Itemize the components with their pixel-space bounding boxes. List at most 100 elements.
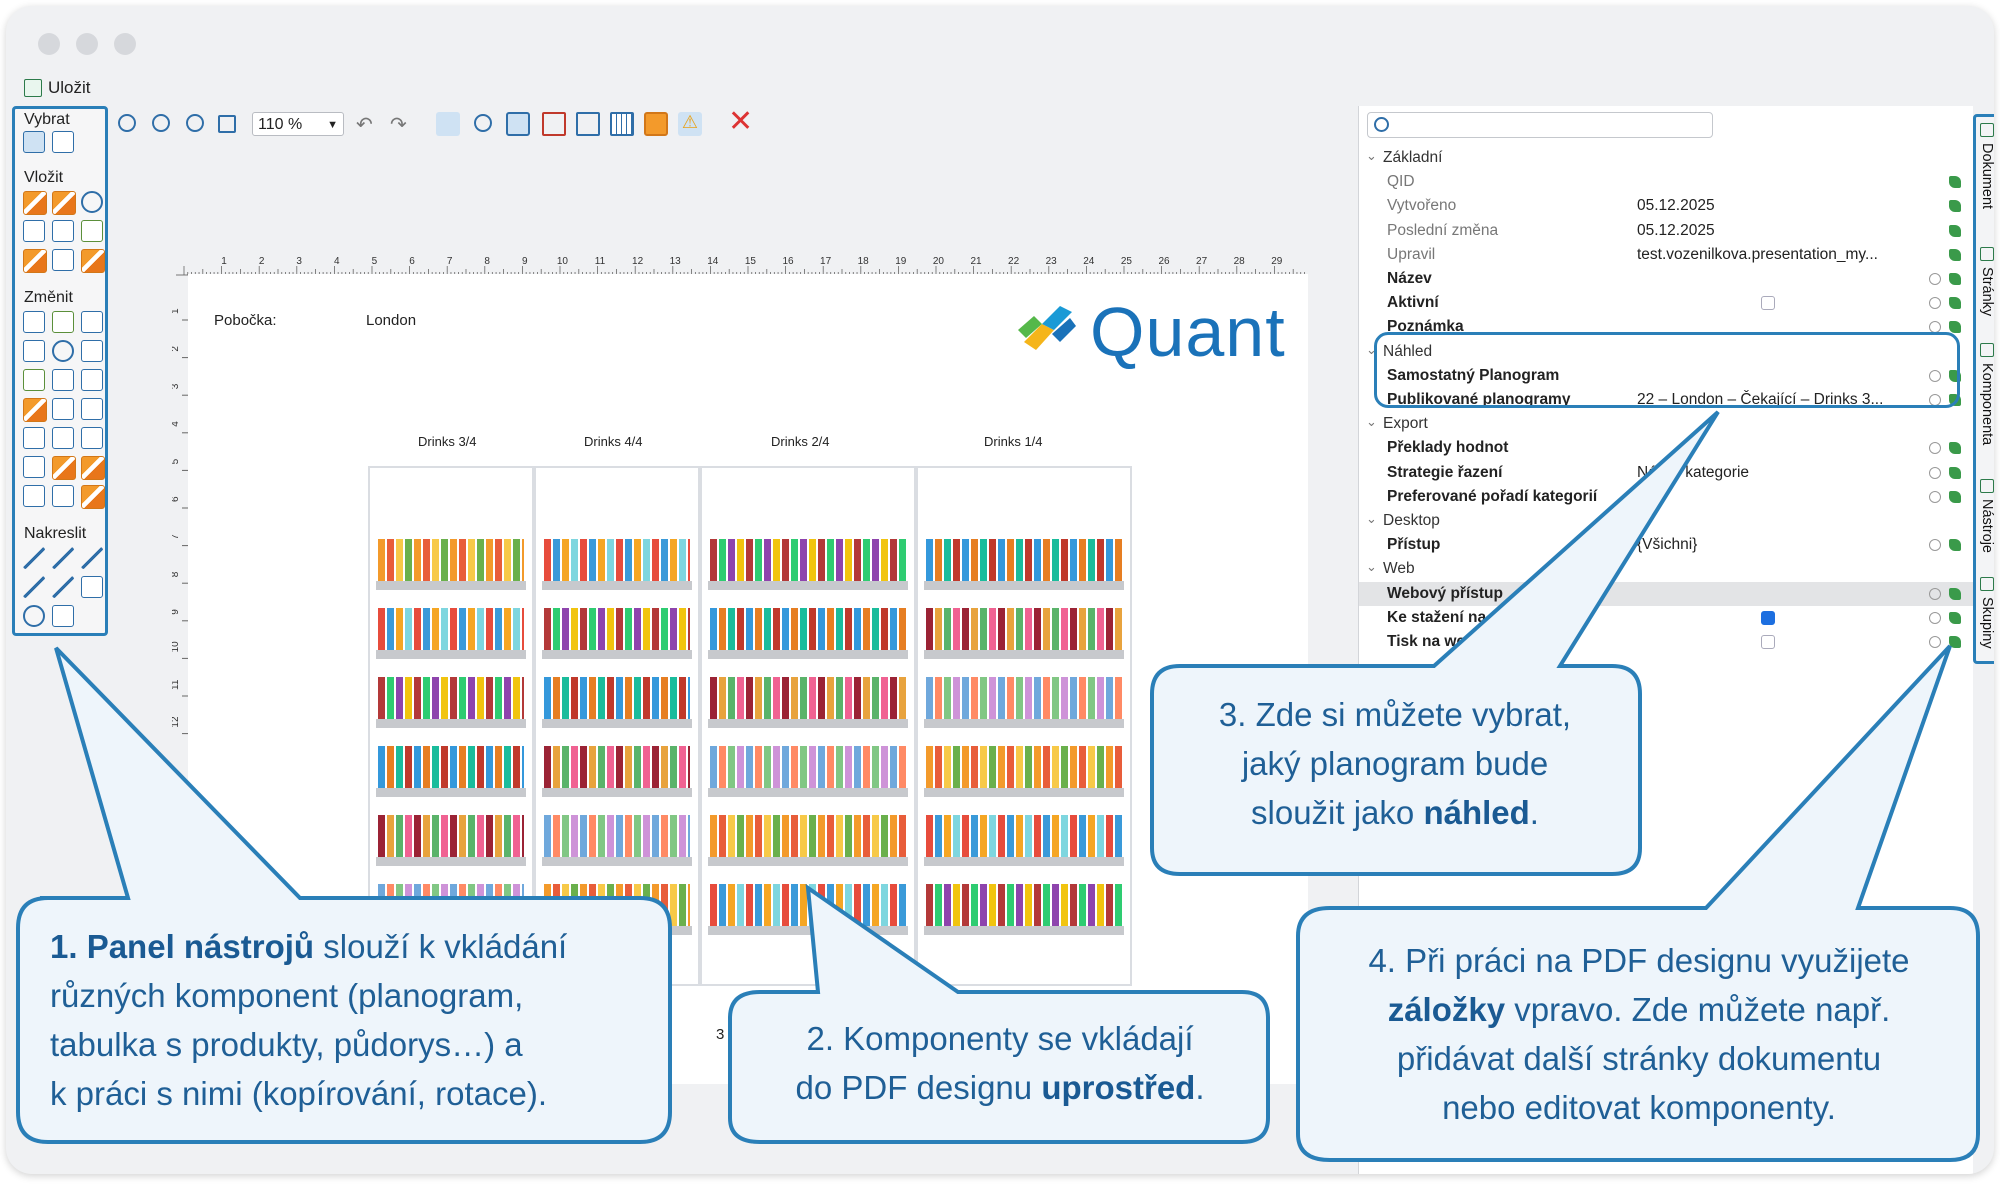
insert-image-icon[interactable] (52, 249, 74, 271)
property-row[interactable]: Ke stažení na (1359, 606, 1973, 630)
property-row[interactable]: Přístup{Všichni} (1359, 533, 1973, 557)
guides-icon[interactable] (576, 112, 600, 136)
property-category[interactable]: ⌄Export (1359, 412, 1973, 436)
property-row[interactable]: Tisk na we (1359, 630, 1973, 654)
product-facings[interactable] (926, 746, 1122, 788)
product-facings[interactable] (378, 746, 524, 788)
property-row[interactable]: QID (1359, 170, 1973, 194)
zoom-fit-icon[interactable] (186, 114, 204, 132)
product-facings[interactable] (710, 884, 906, 926)
polygon-icon[interactable] (52, 605, 74, 627)
edit-leaf-icon[interactable] (1949, 466, 1961, 479)
property-checkbox[interactable] (1761, 635, 1775, 649)
property-category[interactable]: ⌄Základní (1359, 146, 1973, 170)
edit-leaf-icon[interactable] (1949, 297, 1961, 310)
freehand-icon[interactable] (52, 576, 74, 598)
structure-icon[interactable] (436, 112, 460, 136)
group-icon[interactable] (23, 311, 45, 333)
insert-svg-icon[interactable] (81, 249, 105, 273)
inherit-icon[interactable] (1929, 442, 1941, 455)
inherit-icon[interactable] (1929, 587, 1941, 600)
align-end-icon[interactable] (81, 427, 103, 449)
insert-table-icon[interactable] (23, 220, 45, 242)
chevron-down-icon[interactable]: ⌄ (1366, 559, 1377, 575)
duplicate-icon[interactable] (81, 456, 105, 480)
inherit-icon[interactable] (1929, 297, 1941, 310)
fill-icon[interactable] (644, 112, 668, 136)
tab-component[interactable]: Komponenta (1977, 343, 1994, 445)
product-facings[interactable] (378, 677, 524, 719)
select-arrow-icon[interactable] (23, 131, 45, 153)
property-value[interactable]: 22 – London – Čekající – Drinks 3... (1637, 391, 1884, 408)
property-row[interactable]: Název (1359, 267, 1973, 291)
arc-icon[interactable] (81, 547, 103, 569)
product-facings[interactable] (710, 608, 906, 650)
align-center-icon[interactable] (52, 398, 74, 420)
edit-leaf-icon[interactable] (1949, 611, 1961, 624)
property-value[interactable]: Název kategorie (1637, 463, 1750, 481)
edit-leaf-icon[interactable] (1949, 273, 1961, 285)
inherit-icon[interactable] (1929, 369, 1941, 382)
planogram-unit[interactable] (700, 466, 916, 986)
zoom-in-icon[interactable] (118, 114, 136, 132)
planogram-unit[interactable] (368, 466, 534, 986)
product-facings[interactable] (926, 677, 1122, 719)
close-icon[interactable]: ✕ (728, 105, 754, 138)
inherit-icon[interactable] (1929, 273, 1941, 285)
insert-shelf-icon[interactable] (52, 191, 76, 215)
pointer-icon[interactable] (52, 311, 74, 333)
grid-toggle-icon[interactable] (610, 112, 634, 136)
property-category[interactable]: ⌄Desktop (1359, 509, 1973, 533)
align-top-icon[interactable] (52, 427, 74, 449)
product-facings[interactable] (378, 539, 524, 581)
chevron-down-icon[interactable]: ⌄ (1366, 511, 1377, 526)
save-button[interactable]: Uložit (16, 74, 99, 102)
product-facings[interactable] (926, 539, 1122, 581)
edit-leaf-icon[interactable] (1949, 587, 1961, 600)
edit-leaf-icon[interactable] (1949, 200, 1961, 213)
property-row[interactable]: Webový přístup (1359, 581, 1973, 606)
snap-icon[interactable] (474, 114, 492, 132)
chevron-down-icon[interactable]: ⌄ (1366, 148, 1377, 163)
tab-groups[interactable]: Skupiny (1977, 577, 1994, 649)
send-back-icon[interactable] (52, 485, 74, 507)
edit-leaf-icon[interactable] (1949, 248, 1961, 261)
insert-text-icon[interactable] (81, 191, 103, 213)
zoom-out-icon[interactable] (152, 114, 170, 132)
select-area-icon[interactable] (52, 131, 74, 153)
inherit-icon[interactable] (1929, 490, 1941, 503)
line-icon[interactable] (23, 547, 45, 569)
chevron-down-icon[interactable]: ⌄ (1366, 341, 1377, 357)
window-close-dot[interactable] (38, 33, 60, 55)
property-row[interactable]: Překlady hodnot (1359, 436, 1973, 460)
edit-icon[interactable] (81, 485, 105, 509)
selection-frame-icon[interactable] (542, 112, 566, 136)
polyline-icon[interactable] (52, 547, 74, 569)
product-facings[interactable] (926, 608, 1122, 650)
inherit-icon[interactable] (1929, 539, 1941, 552)
product-facings[interactable] (544, 539, 690, 581)
product-facings[interactable] (710, 677, 906, 719)
insert-planogram-icon[interactable] (23, 191, 47, 215)
property-value[interactable]: {Všichni} (1637, 536, 1698, 554)
redo-icon[interactable]: ↷ (390, 114, 407, 136)
move-icon[interactable] (23, 340, 45, 362)
product-facings[interactable] (544, 608, 690, 650)
inherit-icon[interactable] (1929, 611, 1941, 624)
product-facings[interactable] (378, 884, 524, 926)
property-category[interactable]: ⌄Náhled (1359, 340, 1973, 364)
product-facings[interactable] (544, 677, 690, 719)
align-start-icon[interactable] (23, 427, 45, 449)
ellipse-icon[interactable] (23, 605, 45, 627)
tab-pages[interactable]: Stránky (1977, 247, 1994, 316)
grid-icon[interactable] (81, 369, 103, 391)
window-minimize-dot[interactable] (76, 33, 98, 55)
edit-leaf-icon[interactable] (1949, 176, 1961, 189)
edit-leaf-icon[interactable] (1949, 224, 1961, 237)
property-row[interactable]: Aktivní (1359, 291, 1973, 315)
flip-icon[interactable] (23, 398, 47, 422)
edit-leaf-icon[interactable] (1949, 636, 1961, 648)
